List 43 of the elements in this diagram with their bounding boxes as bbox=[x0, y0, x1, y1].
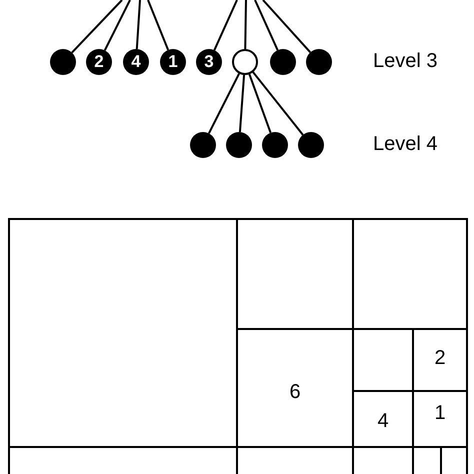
connector-line bbox=[208, 73, 240, 134]
tree-node bbox=[50, 49, 76, 75]
grid-cell bbox=[353, 329, 413, 391]
connector-line bbox=[71, 0, 123, 54]
cell-number: 1 bbox=[434, 402, 446, 424]
connector-line bbox=[254, 0, 279, 51]
connector-line bbox=[136, 0, 141, 50]
grid-cell bbox=[237, 329, 353, 447]
grid-cell bbox=[353, 391, 413, 447]
grid-cell bbox=[353, 218, 468, 329]
connector-line bbox=[147, 0, 170, 50]
connector-line bbox=[104, 0, 131, 51]
grid-cell bbox=[413, 447, 441, 474]
cell-number: 4 bbox=[377, 410, 389, 432]
tree-node bbox=[270, 49, 296, 75]
tree-node bbox=[226, 132, 252, 158]
connector-line bbox=[238, 74, 246, 132]
grid-cell bbox=[237, 447, 353, 474]
level-label: Level 4 bbox=[373, 133, 438, 156]
grid-cell bbox=[8, 218, 237, 447]
grid-cell bbox=[413, 329, 468, 391]
grid-cell bbox=[353, 447, 413, 474]
tree-node bbox=[298, 132, 324, 158]
numbered-node: 3 bbox=[196, 49, 222, 75]
cell-number: 6 bbox=[289, 380, 301, 404]
grid-cell bbox=[237, 218, 353, 329]
connector-line bbox=[248, 74, 272, 134]
tree-node bbox=[190, 132, 216, 158]
connector-line bbox=[244, 0, 247, 50]
connector-line bbox=[252, 72, 304, 136]
tree-node bbox=[262, 132, 288, 158]
level-label: Level 3 bbox=[373, 50, 438, 73]
numbered-node: 1 bbox=[160, 49, 186, 75]
tree-node bbox=[232, 49, 258, 75]
grid-cell bbox=[441, 447, 468, 474]
connector-line bbox=[262, 0, 312, 54]
grid-cell bbox=[8, 447, 237, 474]
connector-line bbox=[213, 0, 238, 51]
numbered-node: 2 bbox=[86, 49, 112, 75]
cell-number: 2 bbox=[434, 346, 446, 370]
numbered-node: 4 bbox=[123, 49, 149, 75]
grid-cell bbox=[413, 391, 468, 447]
tree-node bbox=[306, 49, 332, 75]
